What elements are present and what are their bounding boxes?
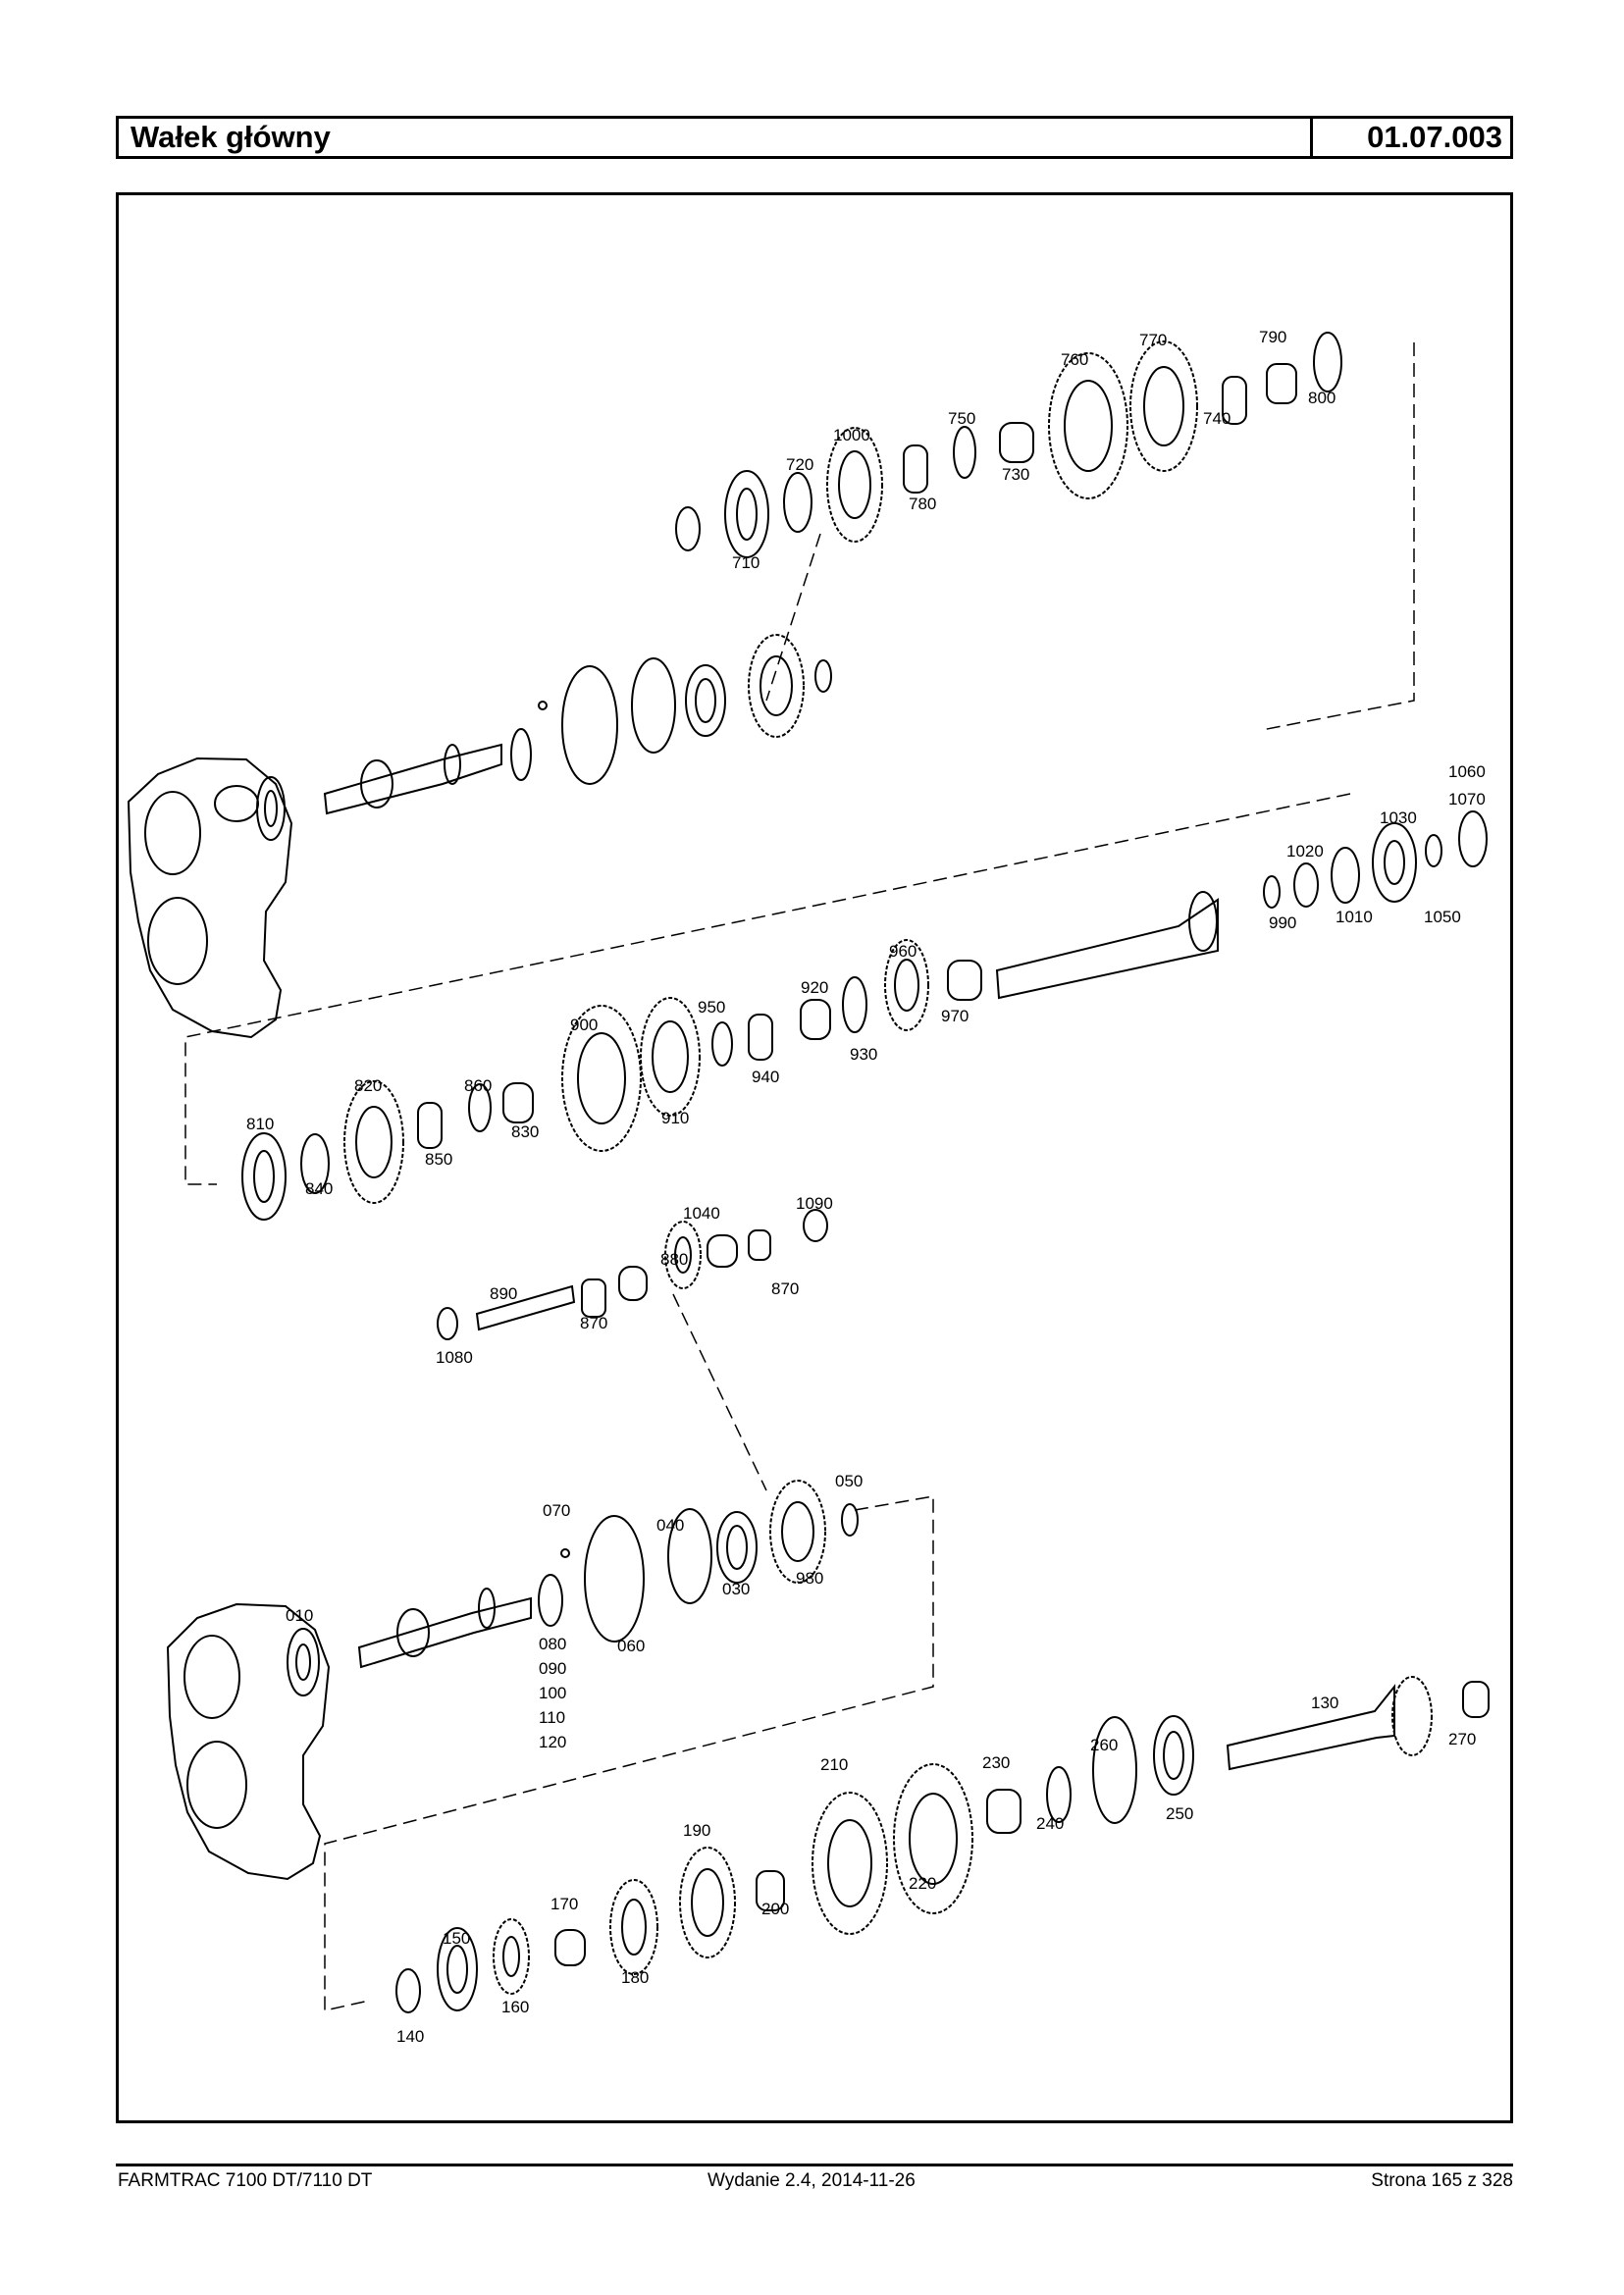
gearbox-housing-lower [166, 1602, 331, 1881]
part-callout-960: 960 [889, 942, 917, 961]
part-callout-230: 230 [982, 1753, 1010, 1772]
part-callout-720: 720 [786, 455, 813, 474]
footer-edition: Wydanie 2.4, 2014-11-26 [707, 2170, 916, 2191]
part-callout-1090: 1090 [796, 1194, 833, 1213]
part-callout-050: 050 [835, 1472, 863, 1490]
exploded-parts-diagram: 710 720 1000 780 750 730 760 770 740 790 800 1060 10… [116, 192, 1513, 2123]
part-callout-170: 170 [550, 1895, 578, 1913]
part-callout-1080: 1080 [436, 1348, 473, 1367]
part-callout-260: 260 [1090, 1736, 1118, 1754]
bearing-upper [256, 776, 286, 841]
part-callout-860: 860 [464, 1076, 492, 1095]
part-callout-740: 740 [1203, 409, 1231, 428]
part-callout-210: 210 [820, 1755, 848, 1774]
part-callout-070: 070 [543, 1501, 570, 1520]
diagram-canvas: 710 720 1000 780 750 730 760 770 740 790 800 1060 10… [127, 328, 1490, 2046]
part-callout-1060: 1060 [1448, 762, 1486, 781]
part-callout-030: 030 [722, 1580, 750, 1598]
part-callout-930: 930 [850, 1045, 877, 1064]
gear-upper [748, 634, 805, 738]
footer-page: Strona 165 z 328 [1371, 2170, 1513, 2191]
main-shaft-long [995, 891, 1219, 1000]
part-callout-010: 010 [286, 1606, 313, 1625]
part-callout-080: 080 [539, 1635, 566, 1653]
part-callout-820: 820 [354, 1076, 382, 1095]
part-callout-250: 250 [1166, 1804, 1193, 1823]
part-callout-850: 850 [425, 1150, 452, 1169]
bearing-upper-2 [685, 664, 726, 737]
part-callout-1030: 1030 [1380, 808, 1417, 827]
part-callout-090: 090 [539, 1659, 566, 1678]
part-callout-060: 060 [617, 1637, 645, 1655]
part-callout-240: 240 [1036, 1814, 1064, 1833]
part-callout-830: 830 [511, 1122, 539, 1141]
footer-model: FARMTRAC 7100 DT/7110 DT [118, 2170, 373, 2191]
bolt-upper [538, 701, 548, 710]
part-callout-200: 200 [761, 1900, 789, 1918]
page-header: Wałek główny 01.07.003 [116, 116, 1513, 159]
gearbox-housing-upper [127, 756, 293, 1039]
part-callout-800: 800 [1308, 389, 1336, 407]
part-callout-940: 940 [752, 1068, 779, 1086]
snap-ring-upper [631, 657, 676, 754]
part-callout-790: 790 [1259, 328, 1286, 346]
part-callout-040: 040 [656, 1516, 684, 1535]
part-callout-120: 120 [539, 1733, 566, 1751]
footer-rule [116, 2164, 1513, 2166]
part-callout-140: 140 [396, 2027, 424, 2046]
part-callout-870: 870 [771, 1279, 799, 1298]
part-callout-900: 900 [570, 1016, 598, 1034]
main-shaft-upper [323, 743, 502, 815]
part-callout-110: 110 [539, 1708, 565, 1727]
part-callout-730: 730 [1002, 465, 1029, 484]
part-callout-950: 950 [698, 998, 725, 1017]
part-callout-160: 160 [501, 1998, 529, 2016]
part-callout-870: 870 [580, 1314, 607, 1332]
plate-upper [510, 728, 532, 781]
part-callout-750: 750 [948, 409, 975, 428]
section-code: 01.07.003 [1367, 120, 1502, 154]
part-callout-130: 130 [1311, 1694, 1338, 1712]
part-callout-840: 840 [305, 1179, 333, 1198]
part-callout-910: 910 [661, 1109, 689, 1127]
part-callout-1040: 1040 [683, 1204, 720, 1223]
cover-plate-upper [561, 665, 618, 785]
part-callout-220: 220 [909, 1874, 936, 1893]
part-callout-270: 270 [1448, 1730, 1476, 1748]
part-callout-890: 890 [490, 1284, 517, 1303]
part-callout-760: 760 [1061, 350, 1088, 369]
part-callout-1010: 1010 [1336, 908, 1373, 926]
output-shaft [1226, 1676, 1433, 1771]
part-callout-180: 180 [621, 1968, 649, 1987]
part-callout-1070: 1070 [1448, 790, 1486, 808]
main-shaft-lower [357, 1588, 532, 1669]
part-callout-190: 190 [683, 1821, 710, 1840]
part-callout-770: 770 [1139, 331, 1167, 349]
part-callout-150: 150 [443, 1929, 470, 1948]
part-callout-880: 880 [660, 1250, 688, 1269]
part-callout-1000: 1000 [833, 426, 870, 444]
assembly-guide-lines [184, 342, 1415, 2011]
part-callout-710: 710 [732, 553, 760, 572]
part-callout-970: 970 [941, 1007, 969, 1025]
part-callout-990: 990 [1269, 913, 1296, 932]
part-callout-1050: 1050 [1424, 908, 1461, 926]
part-callout-810: 810 [246, 1115, 274, 1133]
part-callout-100: 100 [539, 1684, 566, 1702]
part-callout-1020: 1020 [1286, 842, 1324, 861]
page-title: Wałek główny [119, 119, 1313, 156]
circlip-upper [814, 659, 832, 693]
part-callout-780: 780 [909, 495, 936, 513]
part-callout-980: 980 [796, 1569, 823, 1588]
part-callout-920: 920 [801, 978, 828, 997]
